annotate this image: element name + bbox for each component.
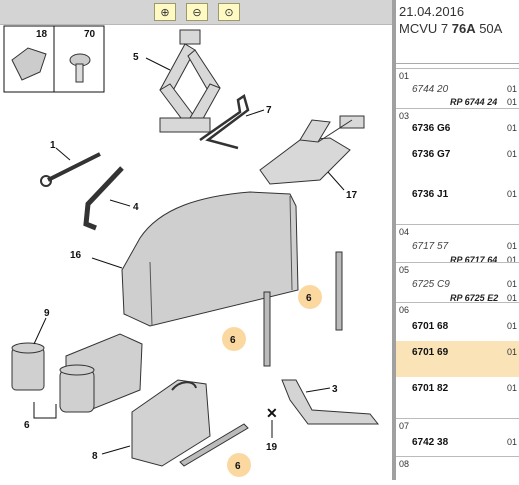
part-row[interactable]: 6742 38 01 <box>396 437 519 451</box>
zoom-in-icon: ⊕ <box>160 6 170 19</box>
callout-8: 6 <box>24 420 30 431</box>
parts-illustration: 18 70 5 7 1 4 <box>3 25 380 477</box>
wrench-1-shape <box>47 152 101 182</box>
cover-16-shape <box>121 191 299 327</box>
selected-row-highlight <box>396 341 519 377</box>
part-quantity: 01 <box>507 189 518 199</box>
handle-7-shape <box>199 94 250 150</box>
part-quantity: 01 <box>507 437 518 447</box>
parts-group: 08 <box>396 456 519 480</box>
zoom-out-icon: ⊖ <box>192 6 202 19</box>
bracket-19-shape <box>281 379 380 425</box>
catalog-date: 21.04.2016 <box>399 4 465 19</box>
callout-6c: 6 <box>235 461 241 472</box>
callout-18: 18 <box>36 29 48 40</box>
zoom-fit-button[interactable]: ⊙ <box>218 3 240 21</box>
part-reference[interactable]: 6701 68 <box>412 321 449 332</box>
callout-3: 8 <box>92 451 98 462</box>
part-row[interactable]: 6736 J1 01 <box>396 189 519 203</box>
replacement-part[interactable]: RP 6725 E2 <box>450 293 499 303</box>
callout-16: 16 <box>70 250 82 261</box>
part-reference[interactable]: 6717 57 <box>412 241 449 252</box>
panel-separator[interactable] <box>392 0 396 480</box>
part-reference[interactable]: 6701 82 <box>412 383 449 394</box>
callout-20: 19 <box>266 442 278 453</box>
part-row[interactable]: RP 6725 E2 01 <box>396 293 519 307</box>
bracket-18-shape <box>11 47 47 81</box>
lkey-4-shape <box>83 166 124 231</box>
callout-70: 70 <box>84 29 96 40</box>
part-reference[interactable]: 6742 38 <box>412 437 449 448</box>
part-row[interactable]: 6701 68 01 <box>396 321 519 335</box>
callout-4: 4 <box>133 202 139 213</box>
callout-6b: 6 <box>230 335 236 346</box>
callout-9: 9 <box>44 308 50 319</box>
callout-7: 7 <box>266 105 272 116</box>
part-row[interactable]: 6701 82 01 <box>396 383 519 397</box>
part-row[interactable]: RP 6717 64 01 <box>396 255 519 269</box>
part-quantity: 01 <box>507 347 518 357</box>
part-quantity: 01 <box>507 123 518 133</box>
part-reference[interactable]: 6701 69 <box>412 347 449 358</box>
callout-6a: 6 <box>306 293 312 304</box>
box-3-shape <box>131 379 211 467</box>
jack-5-shape <box>159 29 221 133</box>
callout-5: 5 <box>133 52 139 63</box>
zoom-in-button[interactable]: ⊕ <box>154 3 176 21</box>
replacement-part[interactable]: RP 6744 24 <box>450 97 498 107</box>
part-row[interactable]: 6701 69 01 <box>396 347 519 361</box>
jack-17-shape <box>259 115 365 185</box>
replacement-part[interactable]: RP 6717 64 <box>450 255 498 265</box>
diagram-toolbar: ⊕ ⊖ ⊙ <box>0 0 392 25</box>
panel-header: 21.04.2016 MCVU 7 76A 50A <box>396 0 519 64</box>
part-row[interactable]: 6736 G7 01 <box>396 149 519 163</box>
part-reference[interactable]: 6744 20 <box>412 84 449 95</box>
bottle-9-shape <box>11 342 45 391</box>
zoom-fit-icon: ⊙ <box>224 6 234 19</box>
group-number: 03 <box>399 111 410 121</box>
group-number: 08 <box>399 459 410 469</box>
part-row[interactable]: RP 6744 24 01 <box>396 97 519 111</box>
part-quantity: 01 <box>507 97 518 107</box>
callout-19: 3 <box>332 384 338 395</box>
zoom-out-button[interactable]: ⊖ <box>186 3 208 21</box>
group-number: 07 <box>399 421 410 431</box>
part-quantity: 01 <box>507 321 518 331</box>
part-reference[interactable]: 6725 C9 <box>412 279 450 290</box>
group-number: 01 <box>399 71 410 81</box>
part-quantity: 01 <box>507 279 518 289</box>
part-quantity: 01 <box>507 383 518 393</box>
model-code: MCVU 7 76A 50A <box>399 21 503 36</box>
part-reference[interactable]: 6736 G6 <box>412 123 451 134</box>
part-quantity: 01 <box>507 293 518 303</box>
group-number: 05 <box>399 265 410 275</box>
group-number: 04 <box>399 227 410 237</box>
straps-6-shape <box>179 251 343 467</box>
compressor-8-shape <box>59 333 143 413</box>
part-quantity: 01 <box>507 241 518 251</box>
part-quantity: 01 <box>507 255 518 265</box>
part-row[interactable]: 6744 20 01 <box>396 84 519 98</box>
part-quantity: 01 <box>507 84 518 94</box>
callout-1: 1 <box>50 140 56 151</box>
part-row[interactable]: 6717 57 01 <box>396 241 519 255</box>
part-quantity: 01 <box>507 149 518 159</box>
group-number: 06 <box>399 305 410 315</box>
part-reference[interactable]: 6736 G7 <box>412 149 451 160</box>
part-row[interactable]: 6725 C9 01 <box>396 279 519 293</box>
callout-6-badge <box>298 285 322 309</box>
callout-17: 17 <box>346 190 358 201</box>
clip-20-shape: ✕ <box>266 405 278 421</box>
part-row[interactable]: 6736 G6 01 <box>396 123 519 137</box>
parts-diagram: 18 70 5 7 1 4 <box>3 25 380 477</box>
part-reference[interactable]: 6736 J1 <box>412 189 449 200</box>
